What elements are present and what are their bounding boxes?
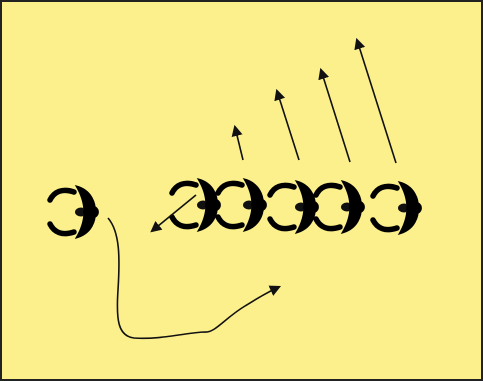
drill-diagram: [0, 0, 483, 381]
diagram-canvas: [0, 0, 483, 381]
